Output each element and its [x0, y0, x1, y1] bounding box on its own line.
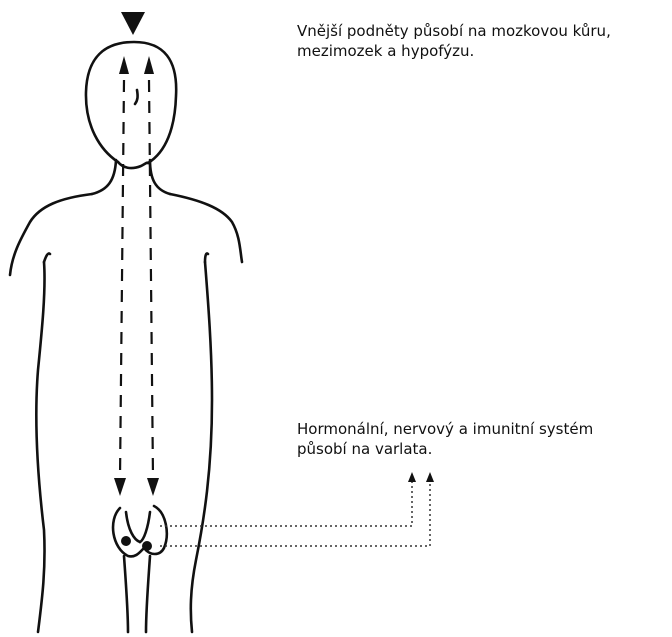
left-arm-outer	[10, 194, 92, 275]
caption-middle-line-2: působí na varlata.	[297, 439, 593, 459]
human-outline	[10, 42, 242, 632]
arrowhead-down-left	[114, 478, 126, 496]
stimulus-entry-arrow	[121, 12, 145, 35]
caption-systems-testes: Hormonální, nervový a imunitní systém pů…	[297, 419, 593, 459]
testis-left	[121, 536, 131, 546]
dotted-connector-upper	[160, 482, 412, 526]
caption-external-stimuli: Vnější podněty působí na mozkovou kůru, …	[297, 21, 611, 61]
caption-top-line-2: mezimozek a hypofýzu.	[297, 41, 611, 61]
caption-middle-line-1: Hormonální, nervový a imunitní systém	[297, 419, 593, 439]
dashed-path-left	[120, 80, 124, 478]
genital-outline	[113, 506, 167, 556]
left-arm-inner	[36, 262, 44, 632]
testis-right	[142, 541, 152, 551]
dashed-path-right	[149, 80, 153, 478]
head-outline	[86, 42, 176, 163]
right-arm-inner	[191, 262, 212, 632]
arrowhead-down-right	[147, 478, 159, 496]
dashed-pathways	[114, 56, 159, 496]
caption-top-line-1: Vnější podněty působí na mozkovou kůru,	[297, 21, 611, 41]
right-arm-outer	[170, 194, 242, 262]
